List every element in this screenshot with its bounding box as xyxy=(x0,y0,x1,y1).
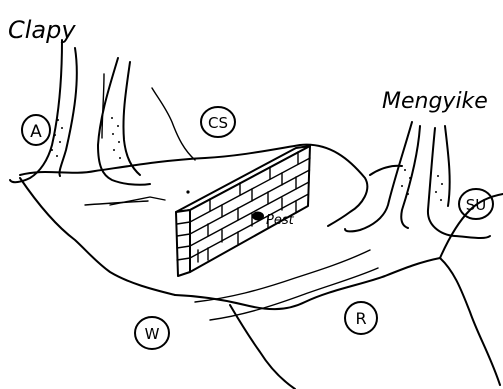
region-cs-label: CS xyxy=(208,114,228,132)
region-su-circle xyxy=(458,188,494,220)
left-leg-shadow xyxy=(101,73,105,139)
region-w-label: W xyxy=(145,325,160,343)
terrain-lines xyxy=(19,87,503,389)
left-person-legs xyxy=(9,39,151,186)
left-person-name: Clapy xyxy=(8,16,76,44)
center-bottom-line xyxy=(229,304,296,389)
stick-object xyxy=(109,196,166,206)
right-edge-line xyxy=(439,257,501,386)
wall-end xyxy=(175,209,191,277)
ground-dot xyxy=(186,190,190,194)
brick-wall xyxy=(175,145,311,277)
left-leg-front xyxy=(9,39,63,184)
region-r-label: R xyxy=(355,309,366,328)
lower-boundary-line xyxy=(174,257,441,311)
right-leg-front xyxy=(344,121,413,233)
region-a-circle xyxy=(21,114,51,146)
right-leg-front-inner xyxy=(400,125,421,229)
leg-hair-dots-right xyxy=(401,169,443,201)
wall-end-courses xyxy=(176,221,191,261)
upper-boundary-line xyxy=(19,143,369,227)
right-person-legs xyxy=(344,121,491,240)
left-leg-front-inner xyxy=(58,47,78,177)
leg-hair-dots-left xyxy=(51,117,121,159)
left-boundary-line xyxy=(19,177,176,296)
region-su-label: SU xyxy=(466,196,487,214)
hill-line xyxy=(151,87,196,161)
left-leg-back-inner xyxy=(122,61,141,176)
left-leg-back xyxy=(97,57,151,186)
right-leg-back-inner xyxy=(444,125,451,207)
divider-line-1 xyxy=(194,249,371,303)
region-a-label: A xyxy=(30,122,42,142)
pest-blob xyxy=(252,211,264,221)
brick-joints xyxy=(197,151,299,263)
region-labels: A CS SU W R xyxy=(21,106,494,350)
divider-line-2 xyxy=(209,267,379,321)
right-person-name: Mengyike xyxy=(382,89,488,114)
region-r-circle xyxy=(344,301,378,335)
right-leg-back xyxy=(426,127,491,240)
region-cs-circle xyxy=(200,106,236,138)
pest-label: Pest xyxy=(266,213,295,228)
right-ridge-line xyxy=(439,193,503,259)
region-w-circle xyxy=(134,316,170,350)
